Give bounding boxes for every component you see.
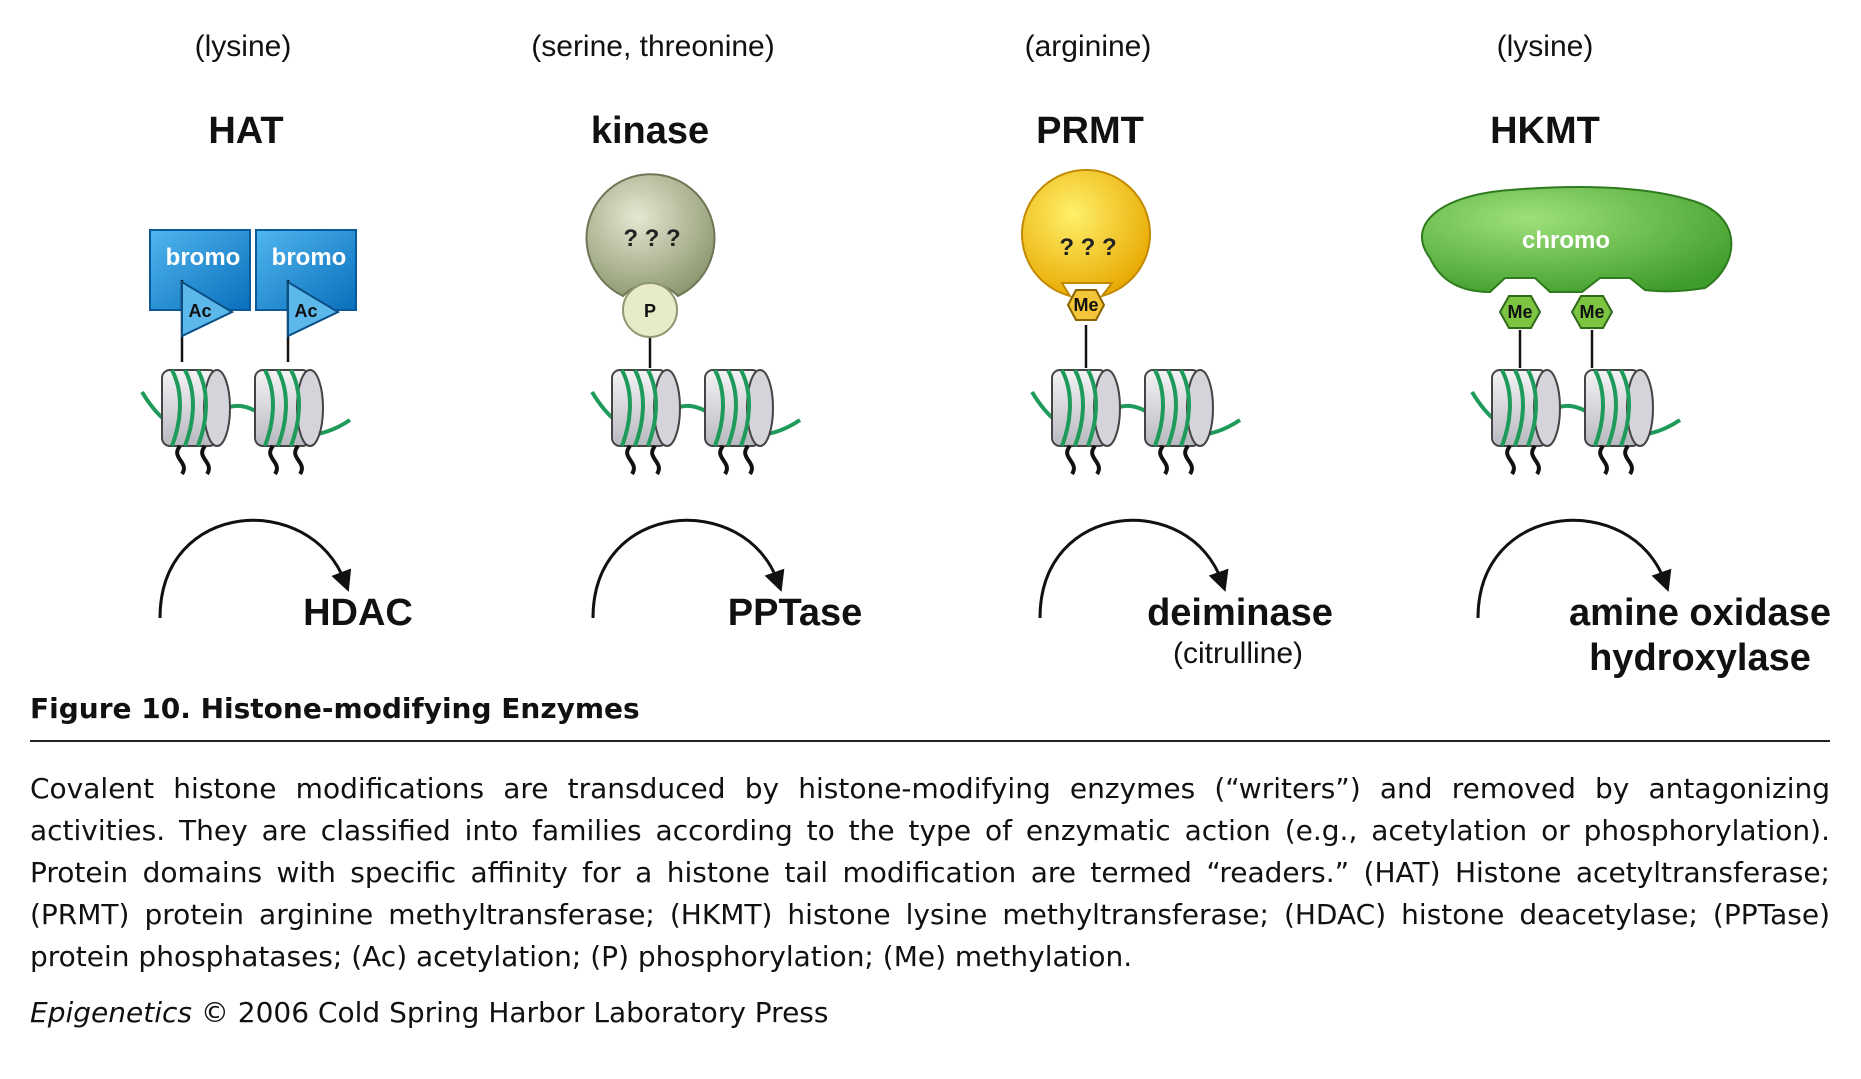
domain-label: ? ? ? — [623, 225, 680, 252]
nucleosome-left — [611, 369, 681, 476]
domain-label: bromo — [166, 244, 241, 271]
writer-label: HAT — [208, 110, 283, 152]
phospho-mark: P — [622, 282, 678, 368]
nucleosome-pair — [1030, 369, 1242, 476]
reverser-label: PPTase — [728, 592, 862, 634]
reversal-arrow — [158, 518, 352, 619]
substrate-label: (serine, threonine) — [531, 30, 774, 63]
domain-label: ? ? ? — [1059, 234, 1116, 261]
acetyl-mark-left: Ac — [180, 280, 235, 362]
writer-label: HKMT — [1490, 110, 1600, 152]
nucleosome-pair — [590, 369, 802, 476]
bromo-domain-right: bromo — [255, 229, 357, 311]
reversal-arrow — [591, 518, 785, 619]
methyl-mark: Me — [1066, 289, 1106, 368]
methyl-mark-left: Me — [1498, 295, 1542, 368]
reversal-arrow — [1038, 518, 1229, 619]
credit-publisher: © 2006 Cold Spring Harbor Laboratory Pre… — [191, 996, 829, 1029]
nucleosome-left — [161, 369, 231, 476]
figure-credit: Epigenetics © 2006 Cold Spring Harbor La… — [30, 996, 828, 1029]
mark-label: Me — [1073, 295, 1098, 315]
mark-label: Ac — [188, 301, 211, 321]
methyl-mark-right: Me — [1570, 295, 1614, 368]
column-kinase: (serine, threonine) kinase ? ? ? P — [531, 30, 862, 634]
domain-label: chromo — [1522, 227, 1610, 254]
mark-label: P — [644, 301, 656, 321]
column-hkmt: (lysine) HKMT chromo Me Me — [1420, 30, 1831, 679]
credit-book-title: Epigenetics — [30, 996, 192, 1029]
mark-label: Me — [1507, 302, 1532, 322]
mark-label: Ac — [294, 301, 317, 321]
substrate-label: (arginine) — [1025, 30, 1152, 63]
reverser-product-label: (citrulline) — [1173, 637, 1303, 670]
figure-caption-body: Covalent histone modifications are trans… — [30, 772, 1830, 973]
nucleosome-left — [1051, 369, 1121, 476]
nucleosome-right — [1144, 369, 1214, 476]
reverser-label: HDAC — [303, 592, 413, 634]
reverser-label-secondary: hydroxylase — [1589, 637, 1811, 679]
reversal-arrow — [1476, 518, 1672, 619]
caption-divider — [30, 740, 1830, 742]
nucleosome-right — [254, 369, 324, 476]
reader-domain-unknown: ? ? ? — [1021, 169, 1151, 298]
substrate-label: (lysine) — [195, 30, 292, 63]
figure-caption-title: Figure 10. Histone-modifying Enzymes — [30, 692, 640, 725]
acetyl-mark-right: Ac — [286, 280, 341, 362]
reverser-label: deiminase — [1147, 592, 1333, 634]
column-hat: (lysine) HAT bromo bromo Ac Ac — [140, 30, 413, 634]
reader-domain-unknown: ? ? ? — [585, 173, 716, 298]
nucleosome-right — [704, 369, 774, 476]
histone-enzymes-diagram: (lysine) HAT bromo bromo Ac Ac — [140, 30, 1831, 679]
reverser-label: amine oxidase — [1569, 592, 1831, 634]
nucleosome-pair — [140, 369, 352, 476]
chromo-domain: chromo — [1420, 186, 1733, 294]
nucleosome-left — [1491, 369, 1561, 476]
mark-label: Me — [1579, 302, 1604, 322]
domain-label: bromo — [272, 244, 347, 271]
writer-label: kinase — [591, 110, 709, 152]
substrate-label: (lysine) — [1497, 30, 1594, 63]
nucleosome-pair — [1470, 369, 1682, 476]
column-prmt: (arginine) PRMT ? ? ? Me — [1021, 30, 1333, 670]
writer-label: PRMT — [1036, 110, 1144, 152]
nucleosome-right — [1584, 369, 1654, 476]
